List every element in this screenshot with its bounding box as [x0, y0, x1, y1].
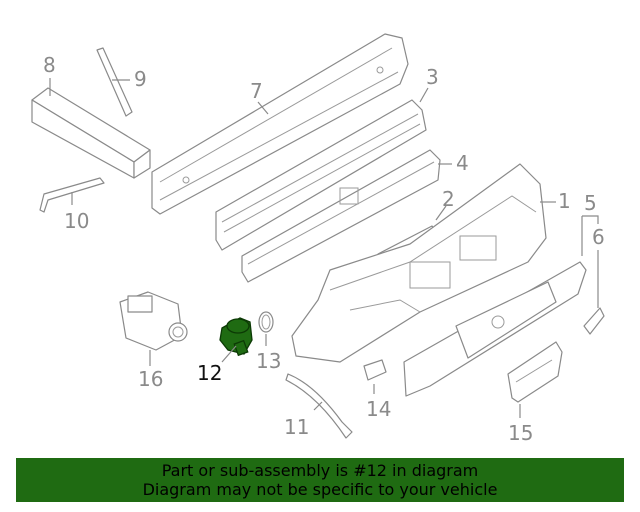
banner-line-2: Diagram may not be specific to your vehi…	[142, 480, 498, 499]
part-5-trim-strip[interactable]	[403, 261, 587, 397]
callout-9[interactable]: 9	[134, 67, 147, 91]
part-4-mounting-bracket[interactable]	[241, 149, 441, 283]
callout-6[interactable]: 6	[592, 225, 605, 249]
part-8-absorber-block[interactable]	[31, 87, 151, 179]
callout-3[interactable]: 3	[426, 65, 439, 89]
part-1-bumper-cover[interactable]	[291, 163, 547, 363]
callout-14[interactable]: 14	[366, 397, 391, 421]
part-14-clip[interactable]	[363, 359, 387, 381]
callout-11[interactable]: 11	[284, 415, 309, 439]
info-banner: Part or sub-assembly is #12 in diagram D…	[16, 458, 624, 502]
callout-12[interactable]: 12	[197, 361, 222, 385]
callout-15[interactable]: 15	[508, 421, 533, 445]
part-11-reflector-strip[interactable]	[285, 373, 353, 439]
part-6-reflector[interactable]	[583, 307, 605, 335]
part-9-bracket[interactable]	[96, 47, 133, 117]
part-7-reinforcement-beam[interactable]	[151, 33, 409, 215]
banner-line-1: Part or sub-assembly is #12 in diagram	[161, 461, 479, 480]
callout-5[interactable]: 5	[584, 191, 597, 215]
part-16-sensor-module[interactable]	[119, 291, 188, 351]
callout-4[interactable]: 4	[456, 151, 469, 175]
callout-16[interactable]: 16	[138, 367, 163, 391]
part-12-highlighted-sensor[interactable]	[219, 317, 253, 357]
part-10-bracket[interactable]	[39, 177, 105, 213]
callout-10[interactable]: 10	[64, 209, 89, 233]
callout-2[interactable]: 2	[442, 187, 455, 211]
callout-13[interactable]: 13	[256, 349, 281, 373]
part-13-grommet[interactable]	[258, 311, 274, 333]
callout-1[interactable]: 1	[558, 189, 571, 213]
callout-8[interactable]: 8	[43, 53, 56, 77]
part-15-lower-bracket[interactable]	[507, 341, 563, 403]
callout-7[interactable]: 7	[250, 79, 263, 103]
part-3-absorber-bar[interactable]	[215, 99, 427, 251]
